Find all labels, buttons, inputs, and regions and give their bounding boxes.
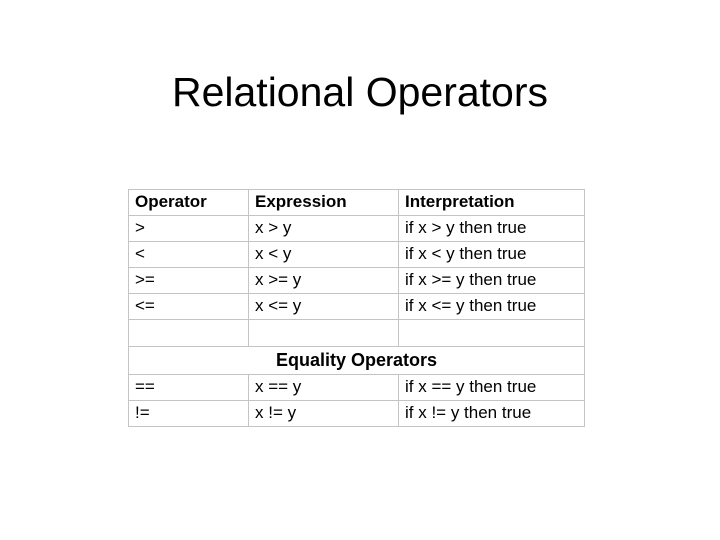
operators-table-container: Operator Expression Interpretation > x >…	[128, 189, 585, 427]
cell-operator: <	[128, 241, 249, 268]
column-header-expression: Expression	[248, 189, 399, 216]
cell-expression: x > y	[248, 215, 399, 242]
cell-interpretation	[398, 319, 585, 347]
section-label-equality-operators: Equality Operators	[128, 346, 585, 375]
table-row: < x < y if x < y then true	[128, 241, 585, 268]
cell-expression: x < y	[248, 241, 399, 268]
table-header: Operator Expression Interpretation	[128, 189, 585, 216]
cell-interpretation: if x > y then true	[398, 215, 585, 242]
table-row: <= x <= y if x <= y then true	[128, 293, 585, 320]
cell-expression: x >= y	[248, 267, 399, 294]
cell-expression: x <= y	[248, 293, 399, 320]
cell-interpretation: if x <= y then true	[398, 293, 585, 320]
cell-operator: >	[128, 215, 249, 242]
column-header-interpretation: Interpretation	[398, 189, 585, 216]
table-row: > x > y if x > y then true	[128, 215, 585, 242]
cell-operator: <=	[128, 293, 249, 320]
cell-expression: x == y	[248, 374, 399, 401]
cell-interpretation: if x != y then true	[398, 400, 585, 427]
cell-expression: x != y	[248, 400, 399, 427]
cell-operator: ==	[128, 374, 249, 401]
page-title: Relational Operators	[171, 69, 549, 115]
cell-interpretation: if x == y then true	[398, 374, 585, 401]
table-row: != x != y if x != y then true	[128, 400, 585, 427]
column-header-operator: Operator	[128, 189, 249, 216]
table-body: > x > y if x > y then true < x < y if x …	[128, 215, 585, 427]
cell-expression	[248, 319, 399, 347]
operators-table: Operator Expression Interpretation > x >…	[128, 189, 585, 427]
table-header-row: Operator Expression Interpretation	[128, 189, 585, 216]
cell-operator: !=	[128, 400, 249, 427]
cell-interpretation: if x >= y then true	[398, 267, 585, 294]
table-spacer-row	[128, 319, 585, 347]
table-row: >= x >= y if x >= y then true	[128, 267, 585, 294]
table-section-row-equality-operators: Equality Operators	[128, 346, 585, 375]
table-row: == x == y if x == y then true	[128, 374, 585, 401]
cell-interpretation: if x < y then true	[398, 241, 585, 268]
cell-operator: >=	[128, 267, 249, 294]
cell-operator	[128, 319, 249, 347]
